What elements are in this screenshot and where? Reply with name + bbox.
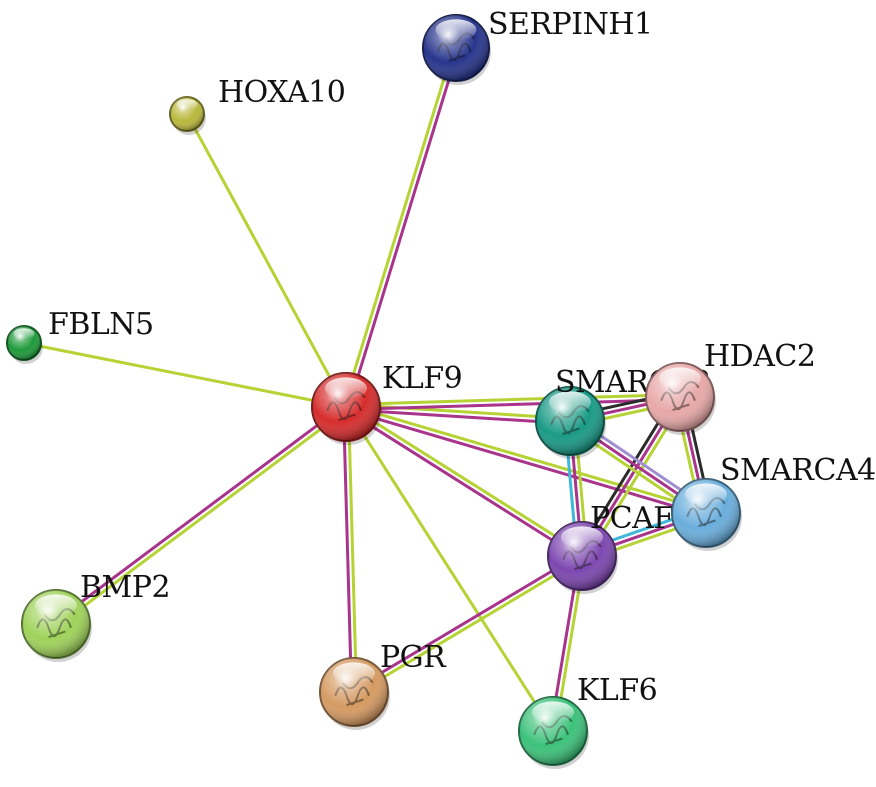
edge-klf9-hoxa10 xyxy=(185,112,348,409)
edge-line-textmining xyxy=(345,403,709,513)
node-highlight xyxy=(324,377,368,400)
node-highlight xyxy=(560,526,604,549)
node-label-smarca4: SMARCA4 xyxy=(720,453,876,488)
edge-line-textmining xyxy=(353,556,585,696)
node-label-serpinh1: SERPINH1 xyxy=(488,7,653,42)
node-hoxa10[interactable]: HOXA10 xyxy=(169,75,346,135)
edge-line-coexpression xyxy=(344,407,572,425)
edge-line-textmining xyxy=(345,403,585,556)
node-fbln5[interactable]: FBLN5 xyxy=(6,307,154,364)
edge-line-textmining xyxy=(344,403,572,421)
node-highlight xyxy=(684,483,728,506)
edge-klf9-smarca2 xyxy=(344,403,572,425)
node-bmp2[interactable]: BMP2 xyxy=(21,570,171,662)
node-pcaf[interactable]: PCAF xyxy=(547,501,674,594)
edge-klf9-hdac2 xyxy=(344,393,682,411)
edge-line-textmining xyxy=(346,405,358,694)
edge-line-coexpression xyxy=(53,403,347,624)
node-highlight xyxy=(658,367,702,390)
node-label-hdac2: HDAC2 xyxy=(704,339,815,374)
node-hdac2[interactable]: HDAC2 xyxy=(645,339,816,435)
edge-line-textmining xyxy=(344,405,555,733)
node-label-klf6: KLF6 xyxy=(577,673,657,708)
node-label-fbln5: FBLN5 xyxy=(48,307,154,342)
edge-klf9-pgr xyxy=(342,405,358,694)
node-label-klf9: KLF9 xyxy=(382,361,462,396)
edge-klf9-bmp2 xyxy=(53,403,349,628)
node-label-hoxa10: HOXA10 xyxy=(218,75,345,110)
edge-line-coexpression xyxy=(344,397,682,411)
edge-klf9-serpinh1 xyxy=(342,45,460,410)
node-highlight xyxy=(435,19,477,41)
edge-line-coexpression xyxy=(343,407,707,517)
node-klf9[interactable]: KLF9 xyxy=(311,361,463,445)
edge-klf9-klf6 xyxy=(344,405,555,733)
edge-line-textmining xyxy=(342,45,456,408)
edge-klf9-smarca4 xyxy=(343,403,709,517)
node-highlight xyxy=(176,99,198,111)
node-highlight xyxy=(531,701,575,724)
node-serpinh1[interactable]: SERPINH1 xyxy=(422,7,653,85)
edge-line-textmining xyxy=(55,407,349,628)
edge-line-coexpression xyxy=(346,47,460,410)
edge-line-textmining xyxy=(344,393,682,407)
node-smarca4[interactable]: SMARCA4 xyxy=(671,453,876,551)
node-highlight xyxy=(332,662,376,685)
node-klf6[interactable]: KLF6 xyxy=(518,673,658,769)
node-highlight xyxy=(548,391,592,414)
edge-line-textmining xyxy=(185,112,348,409)
node-label-pcaf: PCAF xyxy=(590,501,674,536)
edge-line-textmining xyxy=(22,341,348,409)
node-label-pgr: PGR xyxy=(380,640,447,675)
node-highlight xyxy=(13,328,35,340)
node-pgr[interactable]: PGR xyxy=(319,640,448,730)
edge-pcaf-pgr xyxy=(351,552,585,696)
edge-line-coexpression xyxy=(351,552,583,692)
node-highlight xyxy=(34,594,78,617)
edge-klf9-pcaf xyxy=(343,403,585,560)
edge-line-coexpression xyxy=(343,407,583,560)
edge-line-coexpression xyxy=(342,405,354,694)
edge-klf9-fbln5 xyxy=(22,341,348,409)
node-label-bmp2: BMP2 xyxy=(80,570,170,605)
